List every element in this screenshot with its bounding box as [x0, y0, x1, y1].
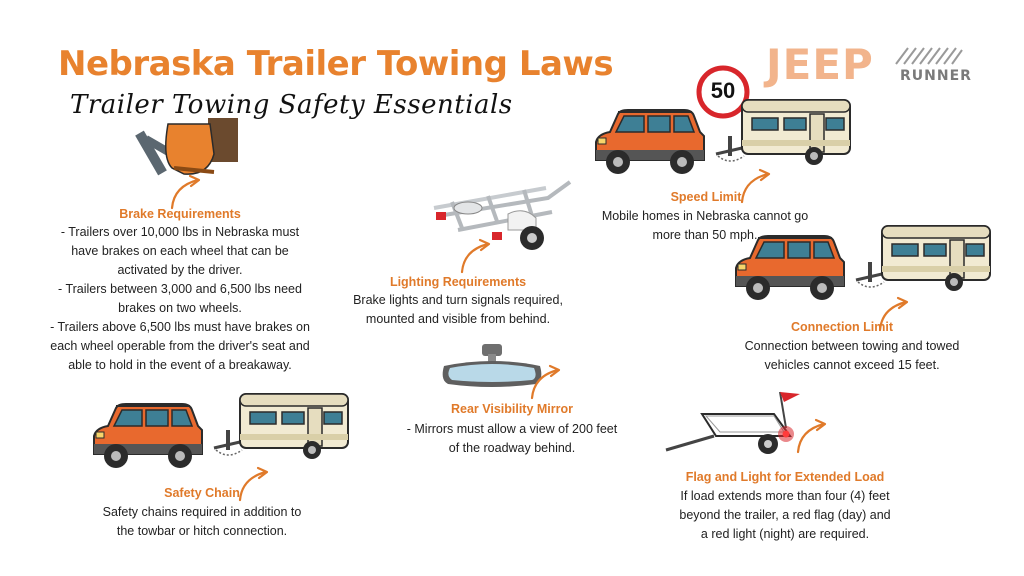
page-subtitle: Trailer Towing Safety Essentials	[70, 90, 513, 120]
connection-heading: Connection Limit	[790, 320, 894, 334]
brake-heading: Brake Requirements	[119, 207, 241, 221]
lighting-text: Brake lights and turn signals required, …	[353, 293, 563, 326]
lighting-arrow-icon	[460, 238, 491, 274]
chain-heading: Safety Chain	[164, 486, 240, 500]
jeep-towing-trailer-icon-2	[735, 224, 992, 301]
flag-heading: Flag and Light for Extended Load	[685, 470, 885, 484]
speed-limit-sign-text: 50	[710, 78, 736, 103]
jeep-towing-trailer-icon-3	[93, 392, 350, 469]
brake-text: - Trailers over 10,000 lbs in Nebraska m…	[50, 225, 310, 372]
utility-trailer-icon	[433, 180, 572, 250]
page-title: Nebraska Trailer Towing Laws	[58, 44, 614, 84]
connection-text: Connection between towing and towed vehi…	[744, 339, 960, 372]
jeep-towing-trailer-icon	[595, 98, 852, 175]
speed-text: Mobile homes in Nebraska cannot go more …	[601, 209, 809, 242]
brake-pedal-icon	[135, 118, 238, 176]
flag-arrow-icon	[796, 418, 827, 454]
logo-brand-text: JEEP	[766, 40, 874, 89]
lighting-heading: Lighting Requirements	[389, 275, 527, 289]
chain-text: Safety chains required in addition to th…	[102, 505, 302, 538]
mirror-arrow-icon	[530, 364, 561, 400]
logo-sub-text: RUNNER	[900, 68, 972, 84]
speed-limit-sign-icon	[696, 65, 750, 119]
tire-track-icon	[895, 47, 963, 65]
speed-heading: Speed Limit	[670, 190, 742, 204]
mirror-text: - Mirrors must allow a view of 200 feet …	[406, 422, 618, 455]
mirror-heading: Rear Visibility Mirror	[450, 402, 574, 416]
flag-text: If load extends more than four (4) feet …	[679, 489, 891, 541]
brand-logo: JEEP RUNNER	[766, 40, 971, 90]
flatbed-trailer-flag-icon	[665, 391, 800, 454]
rearview-mirror-icon	[442, 344, 542, 387]
